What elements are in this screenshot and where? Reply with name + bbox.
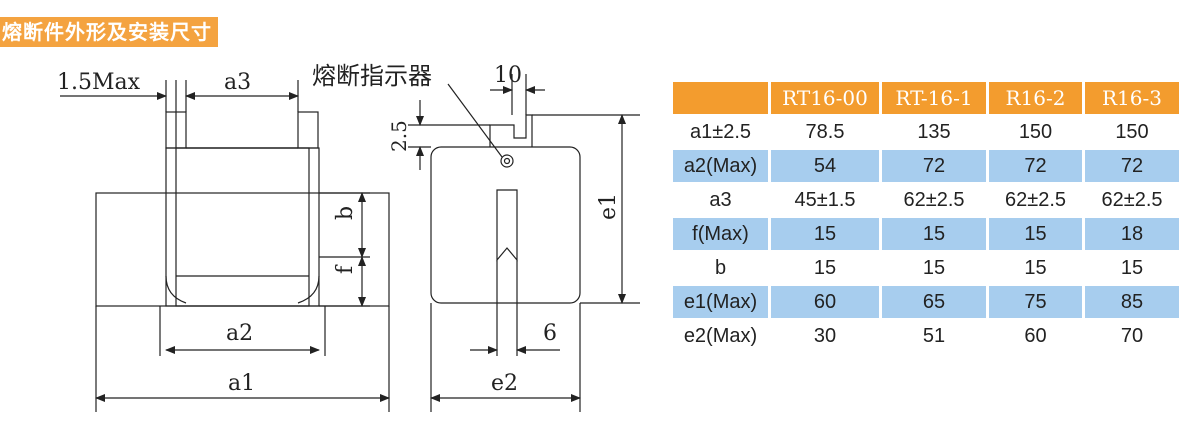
table-cell: 62±2.5 <box>879 184 986 216</box>
table-cell: 62±2.5 <box>986 184 1082 216</box>
table-header-row: RT16-00 RT-16-1 R16-2 R16-3 <box>673 82 1179 114</box>
table-cell: 30 <box>768 320 879 352</box>
dimension-drawing: 1.5Max a3 a2 a1 b f 10 2.5 e1 6 e2 熔断指示器 <box>57 62 640 412</box>
row-label: e2(Max) <box>683 324 758 347</box>
table-cell: 65 <box>879 286 986 318</box>
row-label: a3 <box>709 188 732 211</box>
table-cell: 15 <box>1082 252 1179 284</box>
table-row: a3 45±1.5 62±2.5 62±2.5 62±2.5 <box>673 184 1179 216</box>
dim-a3-label: a3 <box>224 70 251 95</box>
side-view <box>408 74 640 412</box>
table-cell: 15 <box>879 252 986 284</box>
table-cell: 15 <box>986 252 1082 284</box>
header-cell: RT16-00 <box>768 82 879 114</box>
table-cell: 78.5 <box>768 116 879 148</box>
spec-table: RT16-00 RT-16-1 R16-2 R16-3 a1±2.5 78.5 … <box>673 80 1179 354</box>
table-cell: 72 <box>986 150 1082 182</box>
header-cell: R16-2 <box>986 82 1082 114</box>
header-cell <box>673 82 768 114</box>
header-cell: R16-3 <box>1082 82 1179 114</box>
table-cell: 54 <box>768 150 879 182</box>
table-cell: 51 <box>879 320 986 352</box>
table-cell: 150 <box>986 116 1082 148</box>
front-view <box>60 80 390 412</box>
table-cell: 62±2.5 <box>1082 184 1179 216</box>
table-row: b 15 15 15 15 <box>673 252 1179 284</box>
dim-6-label: 6 <box>543 321 557 346</box>
table-cell: 45±1.5 <box>768 184 879 216</box>
table-cell: 75 <box>986 286 1082 318</box>
fuse-indicator-label: 熔断指示器 <box>312 62 432 90</box>
table-cell: 18 <box>1082 218 1179 250</box>
table-row: e2(Max) 30 51 60 70 <box>673 320 1179 352</box>
table-row: a1±2.5 78.5 135 150 150 <box>673 116 1179 148</box>
table-cell: 15 <box>986 218 1082 250</box>
table-cell: 85 <box>1082 286 1179 318</box>
table-row: f(Max) 15 15 15 18 <box>673 218 1179 250</box>
dim-f-label: f <box>333 264 358 274</box>
table-cell: 60 <box>768 286 879 318</box>
row-label: a2(Max) <box>673 150 768 182</box>
table-cell: 15 <box>768 218 879 250</box>
dim-b-label: b <box>333 206 358 220</box>
table-row: e1(Max) 60 65 75 85 <box>673 286 1179 318</box>
table-row: a2(Max) 54 72 72 72 <box>673 150 1179 182</box>
table-cell: 135 <box>879 116 986 148</box>
header-cell: RT-16-1 <box>879 82 986 114</box>
dim-10-label: 10 <box>494 63 522 88</box>
dim-a2-label: a2 <box>226 321 253 346</box>
table-cell: 60 <box>986 320 1082 352</box>
dim-1.5max-label: 1.5Max <box>57 70 141 95</box>
table-cell: 72 <box>1082 150 1179 182</box>
dim-a1-label: a1 <box>228 371 255 396</box>
table-cell: 72 <box>879 150 986 182</box>
row-label: b <box>714 256 727 279</box>
table-cell: 15 <box>879 218 986 250</box>
row-label: f(Max) <box>673 218 768 250</box>
dim-e1-label: e1 <box>596 193 621 220</box>
table-cell: 70 <box>1082 320 1179 352</box>
row-label: a1±2.5 <box>689 120 752 143</box>
row-label: e1(Max) <box>673 286 768 318</box>
dim-2.5-label: 2.5 <box>387 120 411 152</box>
page-title: 熔断件外形及安装尺寸 <box>0 17 218 47</box>
table-cell: 15 <box>768 252 879 284</box>
dim-e2-label: e2 <box>491 371 518 396</box>
table-cell: 150 <box>1082 116 1179 148</box>
